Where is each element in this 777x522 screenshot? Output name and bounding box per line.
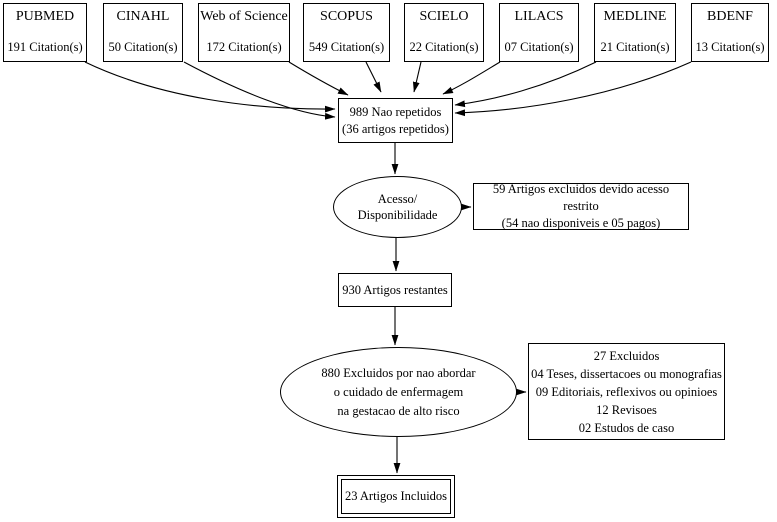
included-label: 23 Artigos Incluidos <box>344 489 448 503</box>
access-excluded-box: 59 Artigos excluidos devido acesso restr… <box>473 182 689 230</box>
excluded-breakdown-box: 27 Excluidos 04 Teses, dissertacoes ou m… <box>528 343 725 440</box>
source-name: MEDLINE <box>603 9 667 24</box>
scope-line3: na gestacao de alto risco <box>337 403 460 418</box>
edge-lilacs-dedup <box>442 61 501 95</box>
edge-pubmed-dedup <box>84 61 336 113</box>
remaining-label: 930 Artigos restantes <box>342 282 448 297</box>
edge-scopus-dedup <box>365 61 382 93</box>
dedup-box: 989 Nao repetidos (36 artigos repetidos) <box>338 98 453 143</box>
source-count: 21 Citation(s) <box>600 40 670 54</box>
source-box-scopus: SCOPUS 549 Citation(s) <box>303 3 390 62</box>
remaining-box: 930 Artigos restantes <box>338 273 452 307</box>
source-box-pubmed: PUBMED 191 Citation(s) <box>3 3 87 62</box>
source-name: Web of Science <box>200 9 288 24</box>
scope-line2: o cuidado de enfermagem <box>333 384 464 399</box>
edge-scielo-dedup <box>412 61 422 93</box>
source-box-web-of-science: Web of Science 172 Citation(s) <box>198 3 290 62</box>
source-box-lilacs: LILACS 07 Citation(s) <box>499 3 579 62</box>
excluded-breakdown-line: 27 Excluidos <box>593 348 660 363</box>
excluded-breakdown-line: 02 Estudos de caso <box>578 420 675 435</box>
access-excluded-line1: 59 Artigos excluidos devido acesso restr… <box>492 182 670 213</box>
source-count: 07 Citation(s) <box>504 40 574 54</box>
source-count: 172 Citation(s) <box>206 40 282 54</box>
scope-decision-ellipse: 880 Excluidos por nao abordar o cuidado … <box>280 347 517 437</box>
source-name: CINAHL <box>116 9 170 24</box>
edge-medline-dedup <box>454 61 597 108</box>
edge-wos-dedup <box>288 61 349 96</box>
source-count: 13 Citation(s) <box>695 40 765 54</box>
source-box-scielo: SCIELO 22 Citation(s) <box>404 3 484 62</box>
source-count: 191 Citation(s) <box>7 40 83 54</box>
dedup-line2: (36 artigos repetidos) <box>342 121 449 136</box>
access-excluded-line2: (54 nao disponiveis e 05 pagos) <box>501 216 661 230</box>
source-name: SCOPUS <box>320 9 373 24</box>
source-count: 22 Citation(s) <box>409 40 479 54</box>
access-line2: Disponibilidade <box>357 208 438 222</box>
source-name: SCIELO <box>419 9 469 24</box>
source-box-medline: MEDLINE 21 Citation(s) <box>594 3 676 62</box>
source-name: LILACS <box>514 9 564 24</box>
included-box-inner: 23 Artigos Incluidos <box>341 479 451 514</box>
source-name: BDENF <box>707 9 753 24</box>
edge-bdenf-dedup <box>454 61 692 117</box>
access-line1: Acesso/ <box>377 191 418 206</box>
source-count: 549 Citation(s) <box>308 40 385 54</box>
excluded-breakdown-line: 12 Revisoes <box>596 402 657 417</box>
source-box-bdenf: BDENF 13 Citation(s) <box>691 3 769 62</box>
included-box: 23 Artigos Incluidos <box>337 475 455 518</box>
source-box-cinahl: CINAHL 50 Citation(s) <box>103 3 183 62</box>
dedup-line1: 989 Nao repetidos <box>349 105 442 119</box>
edge-cinahl-dedup <box>183 61 336 120</box>
excluded-breakdown-line: 04 Teses, dissertacoes ou monografias <box>531 366 722 381</box>
scope-line1: 880 Excluidos por nao abordar <box>321 365 476 380</box>
source-name: PUBMED <box>15 9 75 24</box>
source-count: 50 Citation(s) <box>108 40 178 54</box>
excluded-breakdown-line: 09 Editoriais, reflexivos ou opinioes <box>535 384 718 399</box>
access-decision-ellipse: Acesso/ Disponibilidade <box>333 176 462 238</box>
